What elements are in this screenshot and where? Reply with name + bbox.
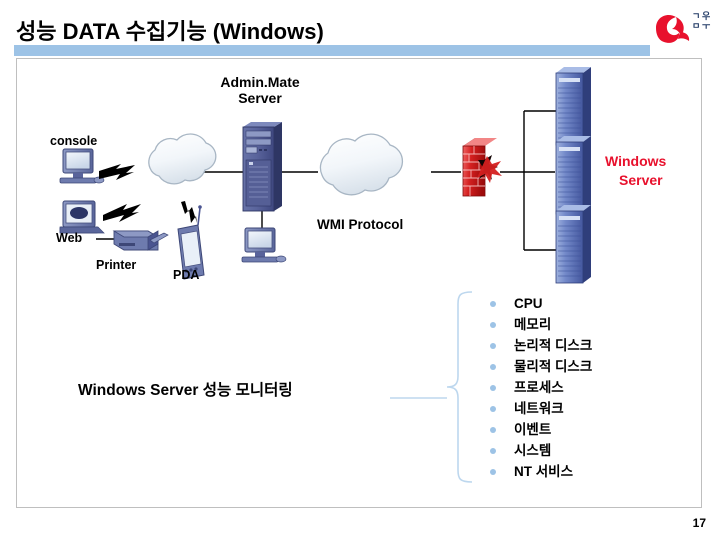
- page-title: 성능 DATA 수집기능 (Windows): [16, 19, 324, 44]
- windows-server-line-2: Server: [619, 171, 663, 188]
- list-item: 이벤트: [486, 419, 696, 440]
- title-accent-bar: [14, 45, 650, 56]
- label-console: console: [50, 134, 98, 148]
- svg-text:ㅜ: ㅜ: [702, 21, 711, 31]
- metric-label: 네트워크: [514, 401, 564, 416]
- metric-label: 메모리: [514, 317, 552, 332]
- list-item: 논리적 디스크: [486, 335, 696, 356]
- list-item: 네트워크: [486, 398, 696, 419]
- bullet-icon: [490, 343, 496, 349]
- list-item: NT 서비스: [486, 461, 696, 482]
- windows-server-line-1: Windows: [605, 153, 667, 169]
- list-item: 메모리: [486, 314, 696, 335]
- metric-label: CPU: [514, 296, 543, 311]
- svg-text:ㄱ: ㄱ: [692, 11, 700, 21]
- label-web: Web: [56, 231, 83, 245]
- metric-label: 시스템: [514, 443, 552, 458]
- bullet-icon: [490, 448, 496, 454]
- metric-label: 논리적 디스크: [514, 338, 593, 353]
- metric-label: NT 서비스: [514, 464, 574, 479]
- label-printer: Printer: [96, 258, 137, 272]
- bullet-icon: [490, 469, 496, 475]
- logo-mark-icon: [656, 15, 690, 43]
- adminmate-line-1: Admin.Mate: [220, 74, 300, 90]
- svg-text:ㅁ: ㅁ: [692, 21, 700, 31]
- list-item: 물리적 디스크: [486, 356, 696, 377]
- list-item: 시스템: [486, 440, 696, 461]
- logo-wordmark-icon: ㄱ 우 ㅁ ㅜ: [692, 11, 711, 31]
- bullet-icon: [490, 385, 496, 391]
- label-monitoring-caption: Windows Server 성능 모니터링: [78, 382, 293, 399]
- bullet-icon: [490, 364, 496, 370]
- bullet-icon: [490, 406, 496, 412]
- svg-text:우: 우: [702, 11, 710, 21]
- metric-label: 물리적 디스크: [514, 359, 593, 374]
- metric-label: 프로세스: [514, 380, 564, 395]
- list-item: 프로세스: [486, 377, 696, 398]
- page-number: 17: [692, 516, 706, 530]
- bullet-icon: [490, 427, 496, 433]
- company-logo: ㄱ 우 ㅁ ㅜ: [650, 8, 712, 48]
- bullet-icon: [490, 322, 496, 328]
- label-adminmate-server: Admin.Mate Server: [205, 74, 315, 106]
- list-item: CPU: [486, 293, 696, 314]
- adminmate-line-2: Server: [238, 90, 282, 107]
- label-windows-server: Windows Server: [605, 152, 695, 190]
- metrics-list: CPU 메모리 논리적 디스크 물리적 디스크 프로세스 네트워크 이벤트 시스…: [486, 293, 696, 482]
- metric-label: 이벤트: [514, 422, 552, 437]
- label-pda: PDA: [173, 268, 200, 282]
- label-wmi-protocol: WMI Protocol: [317, 217, 404, 232]
- bullet-icon: [490, 301, 496, 307]
